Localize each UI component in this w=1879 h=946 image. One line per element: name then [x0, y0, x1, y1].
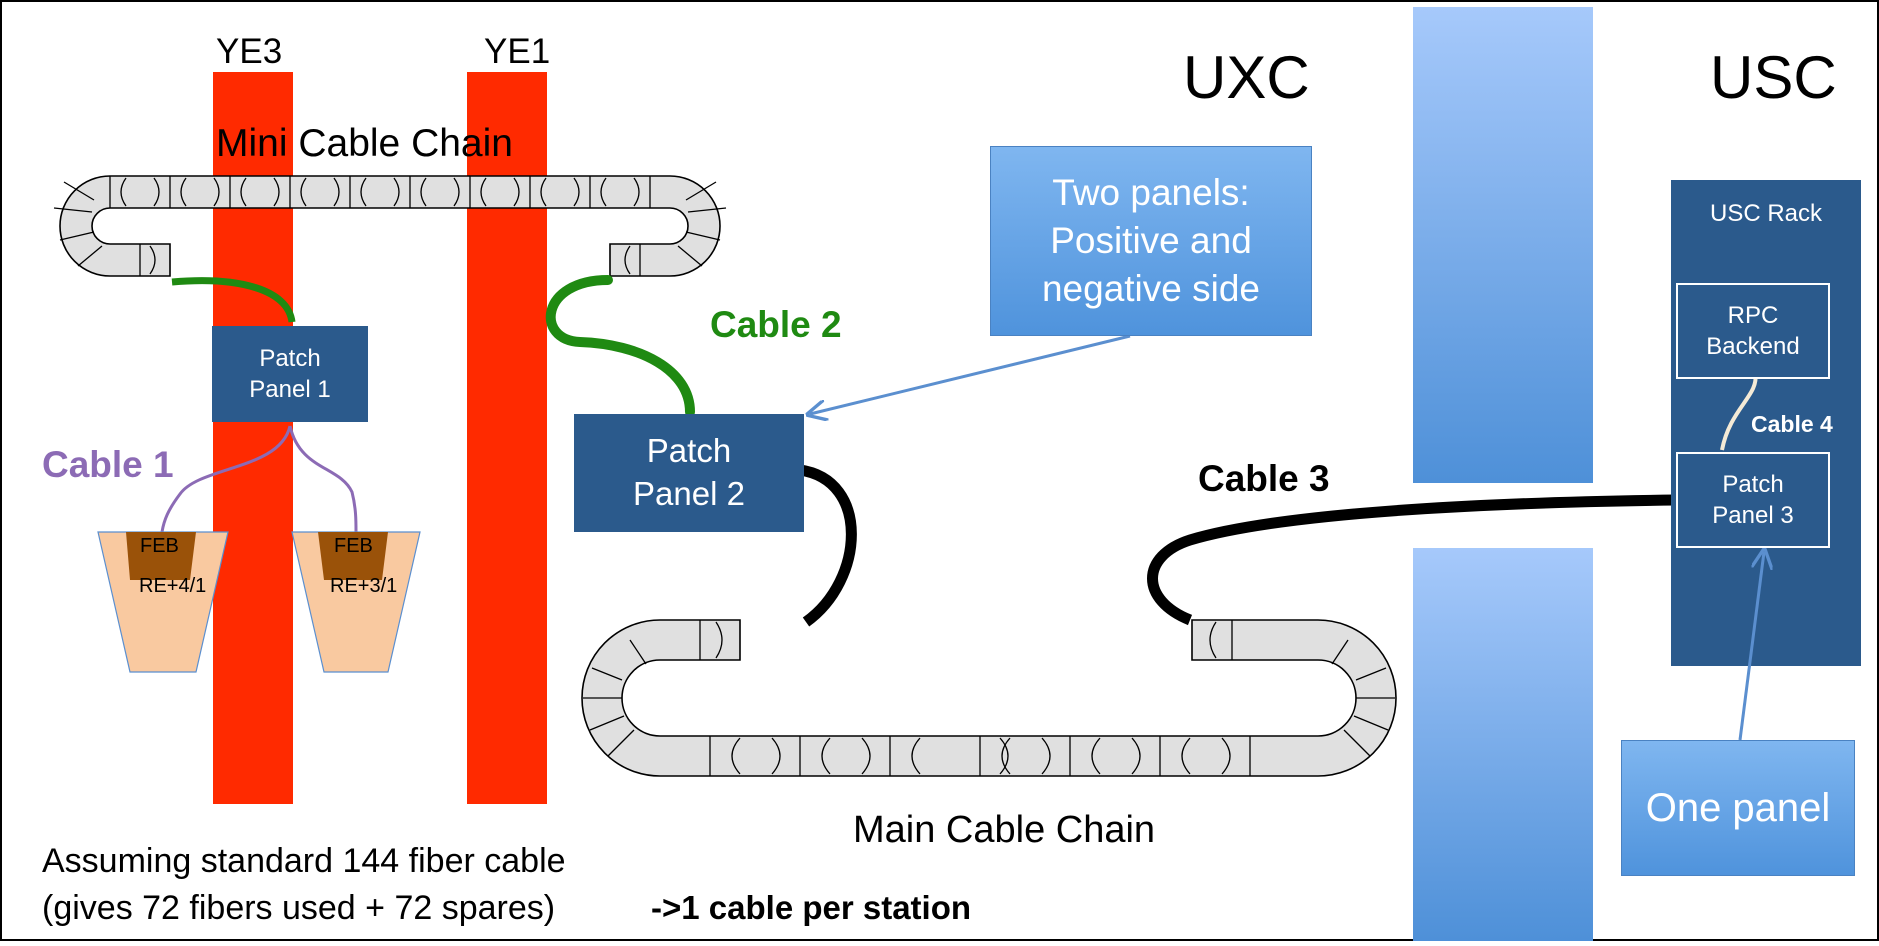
cable-to-patch-panel-1: [171, 277, 296, 323]
patch-panel-3-label: Patch Panel 3: [1712, 470, 1794, 529]
usc-label: USC: [1710, 44, 1837, 111]
rpc-backend: RPC Backend: [1676, 283, 1830, 379]
rpc-backend-label: RPC Backend: [1706, 301, 1800, 360]
note-line-2: (gives 72 fibers used + 72 spares): [42, 889, 556, 927]
callout-two-panels-text: Two panels: Positive and negative side: [1041, 171, 1261, 310]
mini-cable-chain: [53, 175, 727, 277]
cable-2-line: [545, 275, 695, 417]
uxc-label: UXC: [1183, 44, 1310, 111]
feb-2-id: RE+3/1: [330, 575, 398, 597]
cable-4-label: Cable 4: [1751, 411, 1833, 437]
cable-into-main-chain: [798, 464, 857, 627]
main-cable-chain-label: Main Cable Chain: [853, 809, 1156, 851]
usc-rack-body: [1671, 180, 1861, 666]
cable-1-branch-left: [160, 425, 292, 533]
feb-1-id: RE+4/1: [139, 575, 207, 597]
cable-2-label: Cable 2: [710, 304, 842, 345]
cavern-wall-upper: [1413, 7, 1593, 483]
ye3-label: YE3: [216, 32, 283, 71]
cable-4-line: [1720, 372, 1758, 451]
callout-one-panel-text: One panel: [1645, 786, 1831, 830]
mini-cable-chain-label: Mini Cable Chain: [216, 122, 513, 165]
usc-rack: USC Rack: [1676, 186, 1856, 242]
patch-panel-1-label: Patch Panel 1: [249, 344, 331, 403]
callout-arrow-two-panels: [810, 334, 1131, 414]
feb-re41-board: [97, 531, 229, 673]
cable-1-label: Cable 1: [42, 444, 174, 485]
patch-panel-2: Patch Panel 2: [574, 414, 804, 532]
callout-two-panels: Two panels: Positive and negative side: [990, 146, 1312, 336]
main-cable-chain: [581, 619, 1397, 777]
patch-panel-2-label: Patch Panel 2: [633, 432, 745, 512]
callout-arrow-one-panel: [1738, 552, 1764, 741]
ye1-label: YE1: [484, 32, 551, 71]
note-line-1: Assuming standard 144 fiber cable: [42, 842, 566, 880]
cable-1-branch-right: [288, 425, 358, 533]
cable-3-line: [1147, 494, 1677, 626]
usc-rack-label: USC Rack: [1709, 200, 1823, 228]
patch-panel-3: Patch Panel 3: [1676, 452, 1830, 548]
feb-1-name: FEB: [140, 535, 179, 557]
feb-2-name: FEB: [334, 535, 373, 557]
cavern-wall-lower: [1413, 548, 1593, 941]
note-emphasis: ->1 cable per station: [651, 889, 972, 926]
callout-one-panel: One panel: [1621, 740, 1855, 876]
patch-panel-1: Patch Panel 1: [212, 326, 368, 422]
cable-3-label: Cable 3: [1198, 458, 1330, 499]
feb-re31-board: [291, 531, 421, 673]
